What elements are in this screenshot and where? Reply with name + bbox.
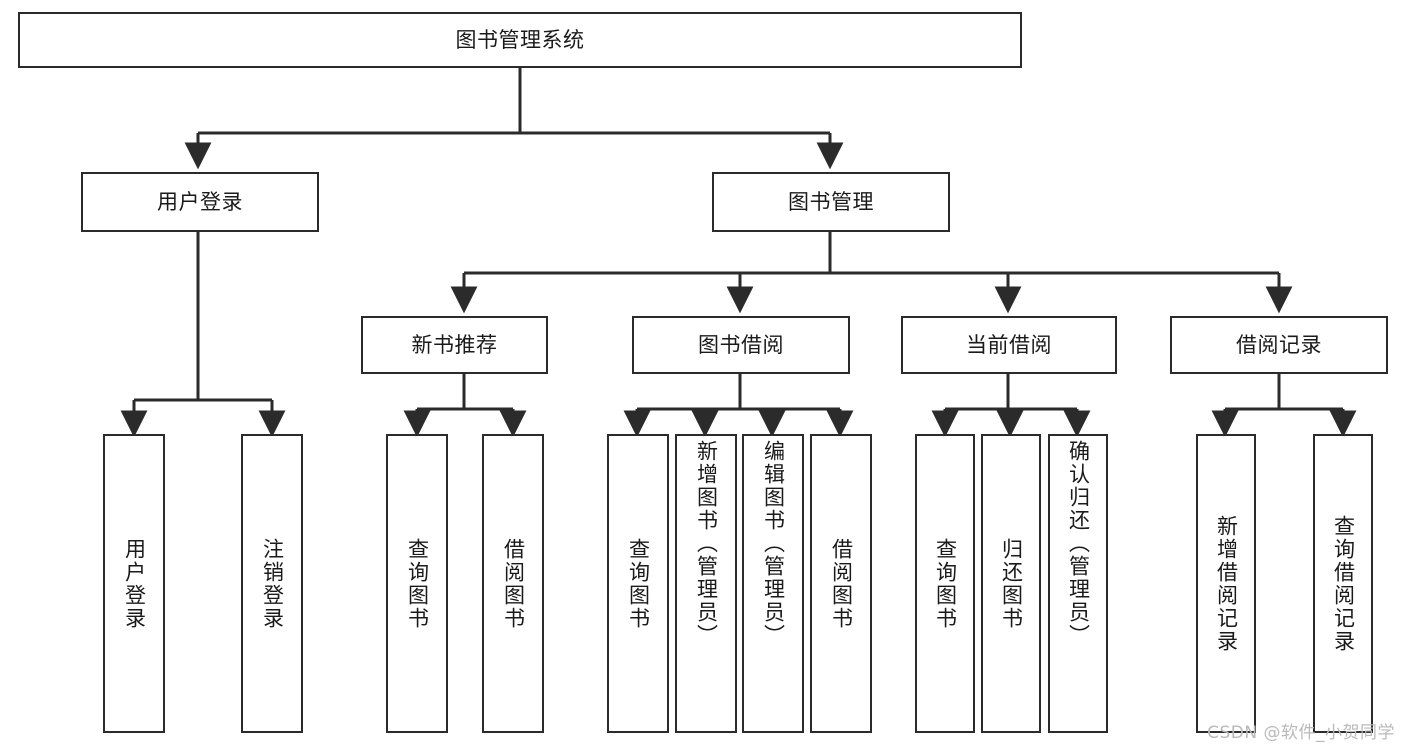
node-leaf-query-book-current[interactable]: 查询图书 xyxy=(915,434,975,733)
node-user-login[interactable]: 用户登录 xyxy=(81,172,319,232)
node-label: 当前借阅 xyxy=(966,332,1052,357)
node-leaf-add-book-admin[interactable]: 新增图书（管理员） xyxy=(675,434,737,733)
node-leaf-edit-book-admin[interactable]: 编辑图书（管理员） xyxy=(742,434,804,733)
node-root-book-management-system[interactable]: 图书管理系统 xyxy=(18,12,1022,68)
node-label: 用户登录 xyxy=(157,189,243,214)
node-leaf-logout[interactable]: 注销登录 xyxy=(241,434,303,733)
node-label: 查询图书 xyxy=(405,537,430,630)
node-label: 图书借阅 xyxy=(698,332,784,357)
node-leaf-add-borrow-record[interactable]: 新增借阅记录 xyxy=(1196,434,1256,733)
node-label: 新增借阅记录 xyxy=(1214,514,1239,653)
node-book-management[interactable]: 图书管理 xyxy=(712,172,950,232)
node-label: 用户登录 xyxy=(122,537,147,630)
node-label: 注销登录 xyxy=(260,537,285,630)
node-leaf-borrow-book-recommend[interactable]: 借阅图书 xyxy=(482,434,544,733)
node-leaf-confirm-return-admin[interactable]: 确认归还（管理员） xyxy=(1048,434,1108,733)
watermark-text: CSDN @软件_小贺同学 xyxy=(1207,723,1395,743)
node-borrow-record[interactable]: 借阅记录 xyxy=(1170,316,1388,374)
node-label: 借阅图书 xyxy=(501,537,526,630)
node-label: 图书管理 xyxy=(788,189,874,214)
node-label: 编辑图书（管理员） xyxy=(761,440,786,647)
node-label: 新书推荐 xyxy=(411,332,498,357)
node-label: 图书管理系统 xyxy=(455,27,585,52)
node-label: 确认归还（管理员） xyxy=(1066,440,1091,647)
node-book-borrow[interactable]: 图书借阅 xyxy=(632,316,850,374)
node-leaf-query-book-borrow[interactable]: 查询图书 xyxy=(607,434,669,733)
node-leaf-user-login[interactable]: 用户登录 xyxy=(103,434,165,733)
node-label: 新增图书（管理员） xyxy=(694,440,719,647)
node-current-borrow[interactable]: 当前借阅 xyxy=(901,316,1117,374)
node-leaf-borrow-book[interactable]: 借阅图书 xyxy=(810,434,872,733)
node-label: 借阅图书 xyxy=(829,537,854,630)
node-leaf-return-book[interactable]: 归还图书 xyxy=(981,434,1041,733)
node-leaf-query-borrow-record[interactable]: 查询借阅记录 xyxy=(1313,434,1373,733)
node-label: 借阅记录 xyxy=(1236,332,1322,357)
node-label: 归还图书 xyxy=(999,537,1024,630)
node-label: 查询图书 xyxy=(933,537,958,630)
node-new-book-recommend[interactable]: 新书推荐 xyxy=(361,316,548,374)
node-label: 查询图书 xyxy=(626,537,651,630)
node-leaf-query-book-recommend[interactable]: 查询图书 xyxy=(386,434,448,733)
node-label: 查询借阅记录 xyxy=(1331,514,1356,653)
